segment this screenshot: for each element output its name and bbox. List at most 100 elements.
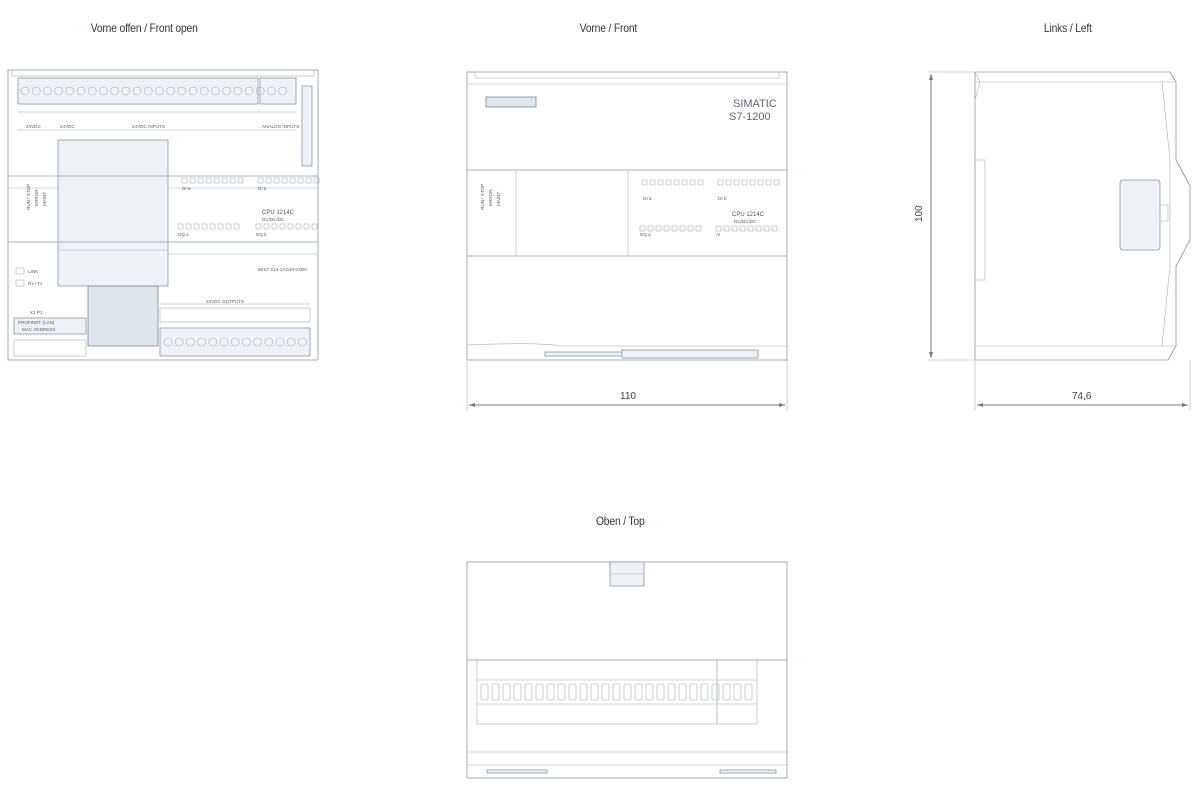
led-indicator [663,225,670,232]
led-indicator [233,223,240,230]
led-indicator [723,225,730,232]
dq-a-text: DQ a [178,232,189,237]
led-indicator [225,223,232,230]
terminal-slot [579,683,588,701]
supply-left-label: 24VDC [26,124,41,129]
terminal-slot [546,683,555,701]
top-view [466,561,788,779]
status-error-label: ERROR [34,189,39,206]
terminal-screw [264,337,274,347]
led-indicator [311,223,318,230]
led-indicator [281,177,288,184]
led-indicator [697,179,704,186]
led-indicator [725,179,732,186]
led-indicator [279,223,286,230]
rxtx-label: Rx / Tx [28,281,43,286]
terminal-screw [255,86,265,96]
terminal-screw [278,86,287,96]
terminal-slot [590,683,599,701]
led-indicator [757,179,764,186]
part-number: 6ES7 214-1AG40-0XB0 [258,267,307,272]
terminal-screw [267,86,276,96]
led-indicator [229,177,236,184]
ethernet-port [87,285,159,347]
model-label: S7-1200 [729,111,771,123]
led-indicator [649,179,656,186]
led-indicator [765,179,772,186]
led-indicator [771,225,778,232]
led-indicator [639,225,646,232]
led-indicator [221,177,228,184]
led-indicator [747,225,754,232]
terminal-slot [612,683,621,701]
terminal-slot [722,683,731,701]
terminal-slot [634,683,643,701]
front-open-view: 24VDC 24VDC 24VDC INPUTS ANALOG INPUTS R… [7,69,320,361]
terminal-screw [253,337,262,347]
profinet-label: PROFINET (LAN) [18,320,55,325]
terminal-screw [65,86,75,96]
led-indicator [265,177,272,184]
led-indicator [255,223,262,230]
terminal-slot [700,683,709,701]
terminal-slot [667,683,676,701]
terminal-screw [230,337,240,347]
status-maint-label: MAINT [42,192,47,206]
dq-b-text: DQ b [256,232,267,237]
siemens-logo-box [485,96,537,108]
inputs-label: 24VDC INPUTS [132,124,165,129]
brand-label: SIMATIC [733,98,777,110]
led-indicator [731,225,738,232]
cpu-name-open: CPU 1214C [262,210,295,216]
led-indicator [273,177,280,184]
terminal-screw [132,86,142,96]
terminal-slot [480,683,489,701]
led-indicator [289,177,296,184]
front-di-b: DI b [718,196,727,201]
led-indicator [773,179,780,186]
terminal-slot [623,683,632,701]
terminal-screw [121,86,131,96]
terminal-screw [211,86,220,96]
led-indicator [263,223,270,230]
front-view: SIMATIC S7-1200 RUN / STOP ERROR MAINT C… [466,71,788,410]
led-indicator [237,177,244,184]
terminal-slot [557,683,566,701]
outputs-label: 24VDC OUTPUTS [206,299,244,304]
led-indicator [297,177,304,184]
front-maint-label: MAINT [496,192,501,206]
led-indicator [755,225,762,232]
terminal-screw [177,86,187,96]
terminal-slot [513,683,522,701]
terminal-screw [242,337,251,347]
terminal-screw [199,86,209,96]
terminal-slot [524,683,533,701]
terminal-screw [219,337,229,347]
led-indicator [749,179,756,186]
front-error-label: ERROR [488,189,493,206]
led-indicator [715,225,722,232]
led-indicator [217,223,224,230]
led-indicator [741,179,748,186]
cpu-name-front: CPU 1214C [732,212,765,218]
terminal-screw [31,86,41,96]
cpu-variant-front: DC/DC/DC [734,219,757,224]
led-indicator [689,179,696,186]
terminal-slot [744,683,753,701]
memory-card-cover [57,139,169,287]
terminal-screw [186,337,195,347]
led-indicator [657,179,664,186]
terminal-slot [656,683,665,701]
led-indicator [739,225,746,232]
led-indicator [177,223,184,230]
led-indicator [717,179,724,186]
terminal-screw [54,86,63,96]
led-indicator [193,223,200,230]
bottom-terminal-block [159,327,311,357]
status-run-label: RUN / STOP [26,184,31,210]
analog-label: ANALOG INPUTS [262,124,299,129]
terminal-screw [155,86,164,96]
led-indicator [213,177,220,184]
analog-terminal-block [259,77,297,105]
di-b-text: DI b [258,186,267,191]
